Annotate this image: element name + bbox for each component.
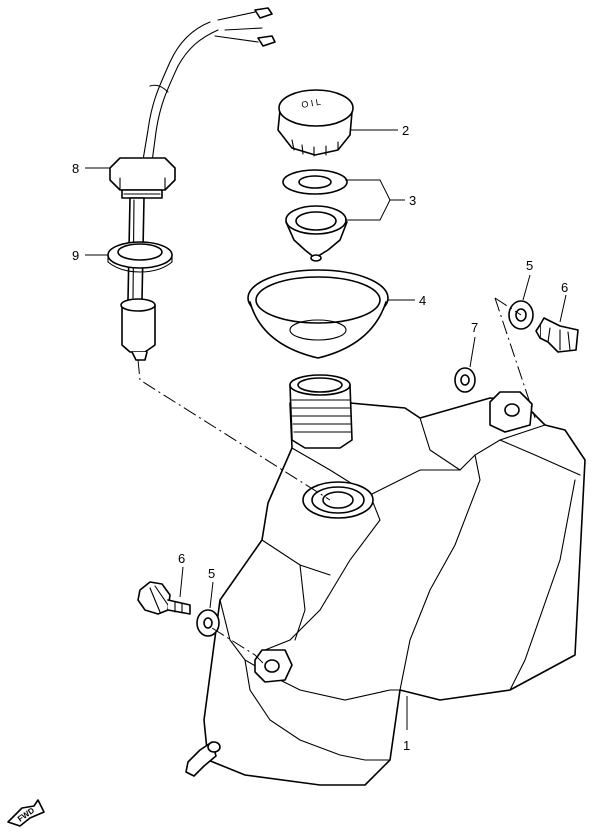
front-washer	[196, 609, 220, 637]
callout-7: 7	[471, 320, 478, 335]
callout-2: 2	[402, 123, 409, 138]
callout-4: 4	[419, 293, 426, 308]
cap-gasket	[282, 169, 348, 195]
oil-tank	[185, 374, 586, 786]
callout-5-rear: 5	[526, 258, 533, 273]
callout-1: 1	[403, 738, 410, 753]
gauge-o-ring	[107, 241, 173, 273]
callout-8: 8	[72, 161, 79, 176]
assembly-lines	[137, 297, 536, 666]
cap-strainer	[285, 205, 348, 262]
grommet	[454, 367, 476, 393]
callout-9: 9	[72, 248, 79, 263]
fwd-arrow-icon	[7, 799, 45, 827]
callout-3: 3	[409, 193, 416, 208]
oil-tank-cap: O I L	[277, 89, 354, 157]
callout-6-front: 6	[178, 551, 185, 566]
filter-basket	[247, 269, 389, 359]
front-bolt	[137, 581, 191, 615]
callout-leaders	[85, 129, 567, 730]
svg-text:O I L: O I L	[301, 97, 322, 110]
fwd-marker: FWD	[7, 799, 45, 827]
callout-6-rear: 6	[561, 280, 568, 295]
callout-5-front: 5	[208, 566, 215, 581]
rear-bolt	[535, 317, 579, 353]
oil-level-gauge	[109, 7, 276, 361]
callout-labels: 1 2 3 4 5 5 6 6 7 8 9	[72, 123, 568, 753]
